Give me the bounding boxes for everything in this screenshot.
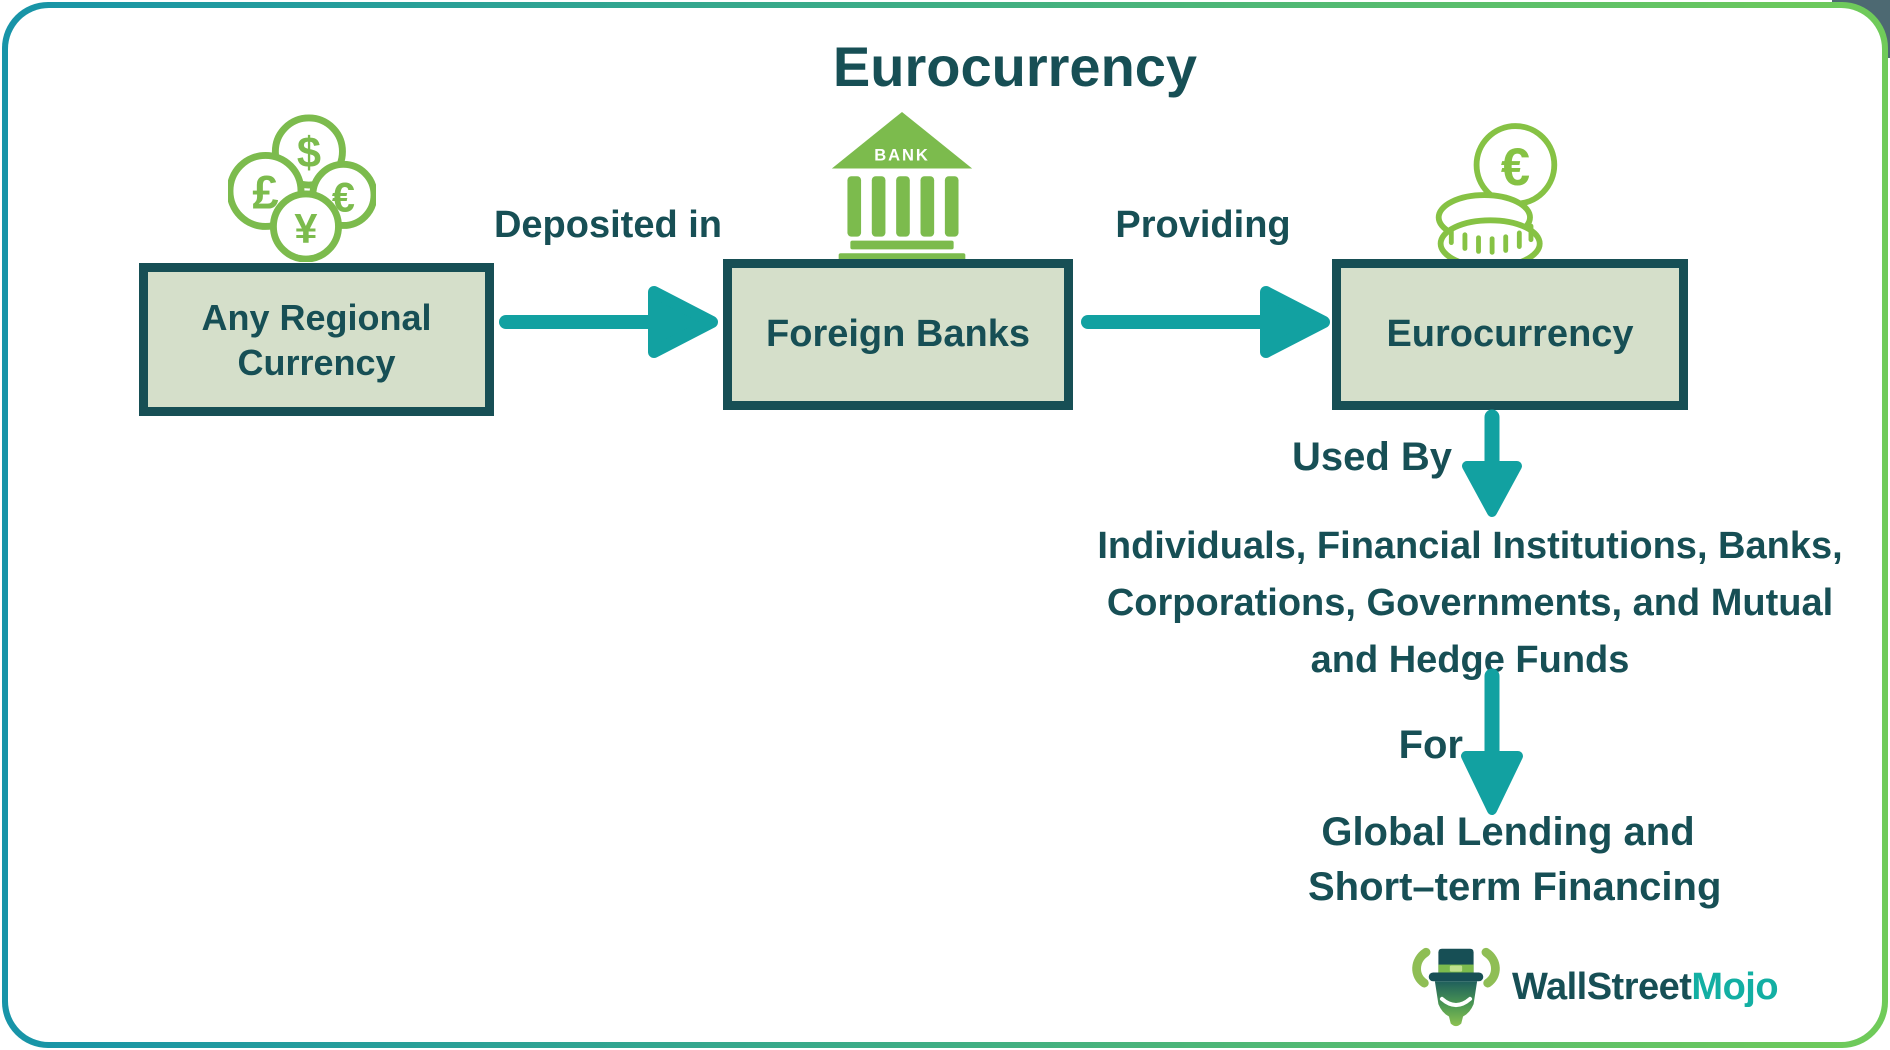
bank-column bbox=[847, 176, 862, 237]
coin-euro-symbol: € bbox=[1501, 139, 1530, 197]
brand-name: WallStreetMojo bbox=[1512, 965, 1779, 1009]
purpose-line: Short–term Financing bbox=[1308, 865, 1722, 909]
bank-column bbox=[944, 176, 959, 237]
flow-box-label: Any Regional Currency bbox=[201, 296, 432, 383]
users-line: Individuals, Financial Institutions, Ban… bbox=[1097, 525, 1843, 567]
flow-box-eurocurrency: Eurocurrency bbox=[1332, 259, 1688, 410]
bank-roof bbox=[831, 111, 973, 169]
deposited-in-label: Deposited in bbox=[493, 204, 723, 246]
currency-symbols-icon: $ £ € ¥ bbox=[228, 114, 376, 262]
right-arrow-icon bbox=[499, 286, 718, 358]
yen-symbol: ¥ bbox=[294, 205, 317, 252]
bull-hat-buckle bbox=[1449, 965, 1463, 972]
bull-horn-right bbox=[1481, 947, 1500, 988]
bank-icon: BANK bbox=[831, 111, 973, 262]
yen-coin-circle bbox=[269, 190, 342, 262]
bank-column bbox=[896, 176, 910, 237]
right-arrow-icon bbox=[1081, 286, 1330, 358]
dollar-symbol: $ bbox=[297, 129, 321, 177]
brand-name-accent: Mojo bbox=[1691, 965, 1779, 1008]
bull-smile bbox=[1439, 996, 1473, 1008]
users-line: and Hedge Funds bbox=[1310, 639, 1630, 681]
bull-horn-left bbox=[1412, 947, 1431, 988]
wallstreetmojo-logo: WallStreetMojo bbox=[1412, 944, 1779, 1030]
flow-box-foreign-banks: Foreign Banks bbox=[723, 259, 1073, 410]
brand-name-primary: WallStreet bbox=[1512, 965, 1692, 1008]
for-label: For bbox=[1398, 723, 1463, 767]
page-title: Eurocurrency bbox=[832, 35, 1198, 98]
flow-box-any-regional-currency: Any Regional Currency bbox=[139, 263, 494, 416]
flow-box-label: Eurocurrency bbox=[1386, 313, 1634, 355]
providing-label: Providing bbox=[1115, 204, 1291, 246]
flow-box-label: Foreign Banks bbox=[766, 313, 1030, 355]
bank-step bbox=[850, 240, 954, 250]
purpose-line: Global Lending and bbox=[1321, 810, 1695, 854]
purpose-text-block: Global Lending and Short–term Financing bbox=[1308, 805, 1722, 915]
down-arrow-icon bbox=[1462, 409, 1522, 517]
wallstreetmojo-bull-icon bbox=[1412, 947, 1500, 1027]
bank-column bbox=[871, 176, 886, 237]
euro-coins-icon: € bbox=[1435, 123, 1558, 270]
bank-column bbox=[920, 176, 935, 237]
coin-ridges bbox=[1448, 223, 1534, 255]
users-text-block: Individuals, Financial Institutions, Ban… bbox=[1080, 518, 1860, 689]
bull-hat-brim bbox=[1428, 972, 1484, 982]
bank-sign-text: BANK bbox=[874, 146, 930, 165]
used-by-label: Used By bbox=[1291, 435, 1452, 479]
down-arrow-icon bbox=[1461, 668, 1523, 815]
euro-symbol: € bbox=[332, 173, 355, 220]
users-line: Corporations, Governments, and Mutual bbox=[1106, 582, 1834, 624]
